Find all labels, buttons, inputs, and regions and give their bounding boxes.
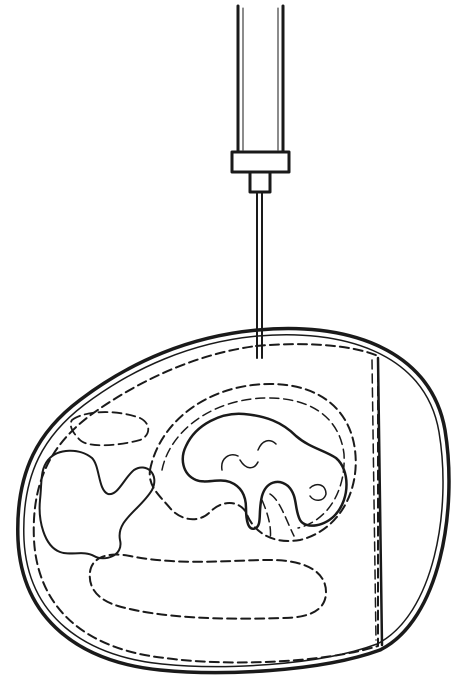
shell-membrane-outline — [34, 344, 378, 662]
embryo-outline — [183, 414, 347, 529]
embryo-limb-outline — [222, 441, 276, 470]
embryo-eye-icon — [310, 485, 326, 501]
syringe-needle-icon — [257, 192, 262, 358]
syringe-barrel-icon — [232, 6, 289, 192]
amnion-outline — [150, 384, 356, 541]
yolk-sac-outline — [40, 451, 155, 559]
syringe-icon — [232, 6, 289, 358]
amnion-inner-outline — [162, 398, 344, 528]
eggshell-outline — [18, 329, 449, 673]
chorion-outline — [71, 412, 149, 445]
allantois-outline — [90, 555, 326, 619]
umbilical-stalk-outline — [262, 494, 294, 540]
